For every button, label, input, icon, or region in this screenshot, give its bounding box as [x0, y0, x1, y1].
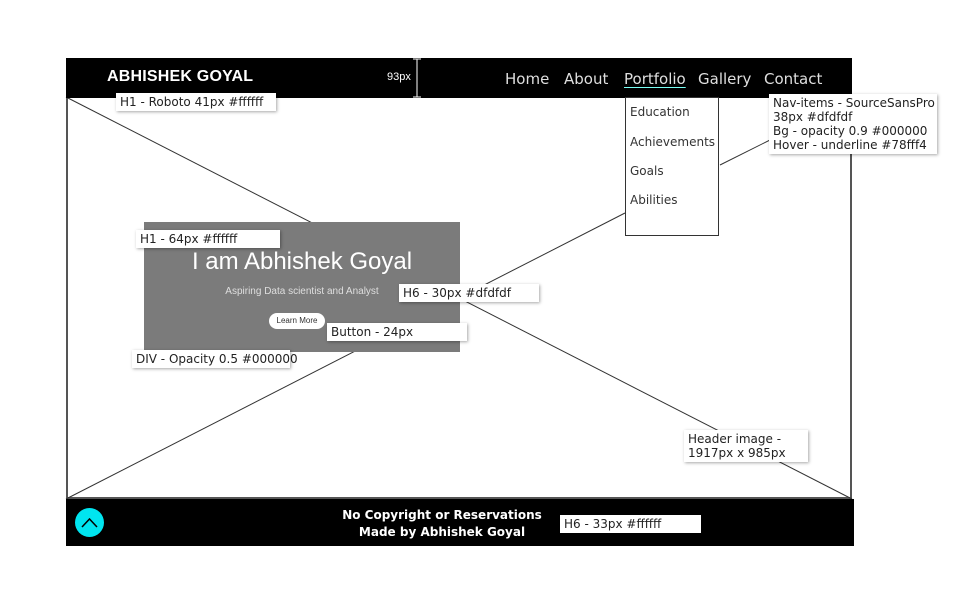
scroll-to-top-button[interactable] — [75, 508, 104, 537]
height-dimension-label: 93px — [387, 71, 411, 83]
annotation-button-spec: Button - 24px — [327, 323, 467, 341]
annotation-nav-spec-line4: Hover - underline #78fff4 — [773, 138, 927, 152]
annotation-div-spec: DIV - Opacity 0.5 #000000 — [132, 350, 298, 368]
dropdown-item-goals[interactable]: Goals — [630, 164, 664, 178]
footer-line-2: Made by Abhishek Goyal — [358, 525, 526, 539]
annotation-nav-spec-line2: 38px #dfdfdf — [773, 110, 853, 124]
annotation-header-image-line2: 1917px x 985px — [688, 446, 786, 460]
annotation-hero-title-spec: H1 - 64px #ffffff — [136, 230, 280, 248]
nav-item-about[interactable]: About — [564, 70, 609, 88]
annotation-nav-spec-line3: Bg - opacity 0.9 #000000 — [773, 124, 928, 138]
hero-title: I am Abhishek Goyal — [191, 248, 413, 275]
chevron-up-icon — [81, 517, 98, 528]
brand-title[interactable]: ABHISHEK GOYAL — [107, 68, 254, 85]
annotation-header-image: Header image - 1917px x 985px — [684, 430, 808, 462]
learn-more-button[interactable]: Learn More — [269, 313, 325, 329]
annotation-nav-spec-line1: Nav-items - SourceSansPro — [773, 96, 935, 110]
annotation-hero-subtitle-spec: H6 - 30px #dfdfdf — [399, 284, 539, 302]
height-dimension-arrow-icon — [413, 58, 421, 98]
annotation-nav-spec: Nav-items - SourceSansPro 38px #dfdfdf B… — [769, 94, 937, 154]
nav-item-contact[interactable]: Contact — [764, 70, 823, 88]
hero-subtitle: Aspiring Data scientist and Analyst — [225, 286, 379, 297]
nav-item-gallery[interactable]: Gallery — [698, 70, 752, 88]
footer-line-1: No Copyright or Reservations — [342, 508, 542, 522]
navbar: ABHISHEK GOYAL 93px Home About Portfolio… — [66, 58, 852, 98]
annotation-header-image-line1: Header image - — [688, 432, 782, 446]
dropdown-item-achievements[interactable]: Achievements — [630, 135, 716, 149]
footer: No Copyright or Reservations Made by Abh… — [66, 499, 854, 546]
dropdown-item-abilities[interactable]: Abilities — [630, 193, 678, 207]
portfolio-dropdown-menu: Education Achievements Goals Abilities — [625, 97, 719, 236]
nav-item-home[interactable]: Home — [505, 70, 550, 88]
dropdown-item-education[interactable]: Education — [630, 105, 690, 119]
annotation-brand-spec: H1 - Roboto 41px #ffffff — [116, 93, 276, 111]
annotation-footer-spec: H6 - 33px #ffffff — [560, 515, 701, 533]
nav-item-portfolio[interactable]: Portfolio — [624, 70, 686, 88]
